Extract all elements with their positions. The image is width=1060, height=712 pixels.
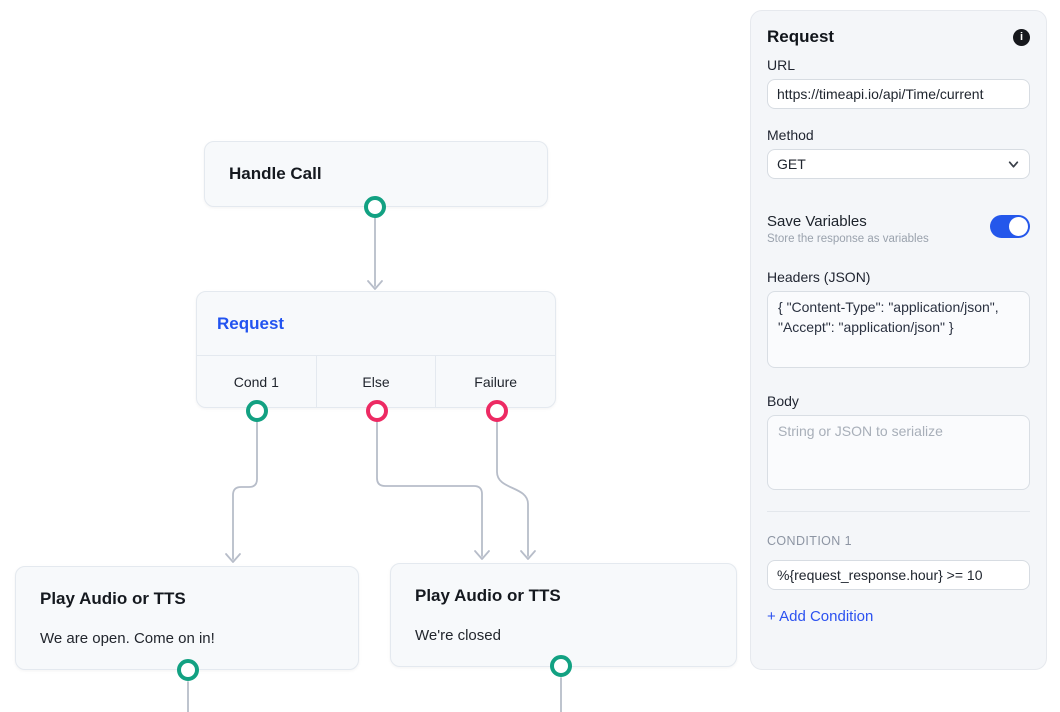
properties-panel: Request i URL Method GET Save Variables … [750, 10, 1047, 670]
url-input[interactable] [767, 79, 1030, 109]
node-header: Request [197, 292, 555, 356]
node-play-audio-open[interactable]: Play Audio or TTS We are open. Come on i… [15, 566, 359, 670]
body-label: Body [767, 393, 799, 409]
headers-textarea[interactable]: { "Content-Type": "application/json", "A… [767, 291, 1030, 368]
node-title: Request [217, 313, 285, 333]
node-request[interactable]: Request Cond 1 Else Failure [196, 291, 556, 408]
node-subtitle: We're closed [415, 627, 501, 644]
save-variables-toggle[interactable] [990, 215, 1030, 238]
panel-title: Request [767, 27, 835, 46]
save-variables-description: Store the response as variables [767, 233, 929, 245]
arrowhead [520, 550, 536, 560]
arrowhead [474, 550, 490, 560]
arrowhead [367, 280, 383, 290]
save-variables-row: Save Variables Store the response as var… [767, 213, 1030, 245]
condition-section-label: CONDITION 1 [767, 534, 852, 548]
condition-input[interactable] [767, 560, 1030, 590]
request-output-failure[interactable] [486, 400, 508, 422]
toggle-knob [1009, 217, 1028, 236]
panel-header: Request i [767, 27, 1030, 47]
edge-cond1-playopen [232, 421, 258, 560]
node-subtitle: We are open. Come on in! [40, 630, 215, 647]
edge-else-playclosed [376, 421, 483, 557]
section-divider [767, 511, 1030, 512]
method-select[interactable]: GET [767, 149, 1030, 179]
headers-label: Headers (JSON) [767, 269, 871, 285]
request-output-cond1[interactable] [246, 400, 268, 422]
save-variables-label: Save Variables [767, 213, 867, 230]
url-label: URL [767, 57, 796, 73]
output-label-failure: Failure [435, 356, 555, 407]
add-condition-link[interactable]: + Add Condition [767, 608, 874, 625]
node-play-audio-closed[interactable]: Play Audio or TTS We're closed [390, 563, 737, 667]
node-outputs: Cond 1 Else Failure [197, 356, 555, 407]
play-open-output[interactable] [177, 659, 199, 681]
method-label: Method [767, 127, 814, 143]
output-label-cond1: Cond 1 [233, 373, 279, 390]
arrowhead [225, 553, 241, 563]
handle-call-output[interactable] [364, 196, 386, 218]
method-value: GET [777, 156, 806, 172]
output-label-else: Else [315, 356, 436, 407]
node-title: Handle Call [229, 164, 322, 183]
node-title: Play Audio or TTS [40, 589, 186, 608]
body-textarea[interactable] [767, 415, 1030, 490]
edge-failure-playclosed [496, 421, 529, 557]
chevron-down-icon [1008, 160, 1019, 168]
request-output-else[interactable] [366, 400, 388, 422]
play-closed-output[interactable] [550, 655, 572, 677]
info-icon[interactable]: i [1013, 28, 1030, 46]
node-title: Play Audio or TTS [415, 586, 561, 605]
